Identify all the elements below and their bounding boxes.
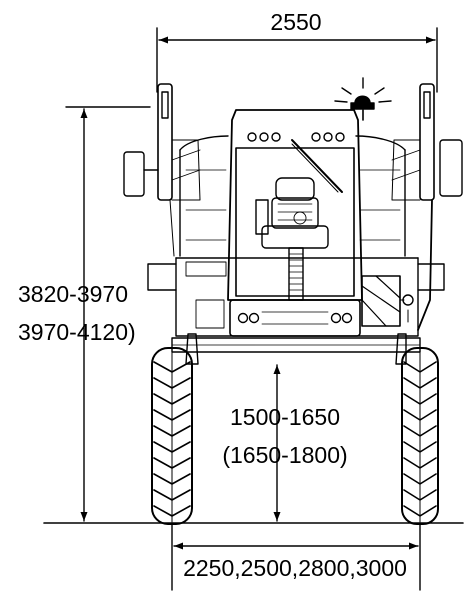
left-folded-boom: [123, 83, 201, 257]
operator-seat: [255, 177, 329, 249]
front-grille: [229, 299, 361, 337]
right-folded-boom: [391, 83, 463, 331]
clearance-label-primary: 1500-1650: [230, 404, 340, 430]
dimension-overall-height: [65, 106, 151, 522]
beacon-light: [334, 77, 392, 121]
pump-assembly: [361, 275, 414, 327]
dimension-top-width: [156, 27, 438, 93]
left-wheel: [151, 347, 193, 525]
right-wheel: [401, 347, 439, 525]
height-label-primary: 3820-3970: [18, 281, 128, 307]
height-label-alternate: 3970-4120): [18, 319, 136, 345]
clearance-label-alternate: (1650-1800): [222, 442, 347, 468]
front-axle: [171, 333, 421, 365]
cab: [227, 109, 363, 301]
top-width-label: 2550: [270, 9, 321, 35]
track-width-label: 2250,2500,2800,3000: [183, 555, 407, 581]
steering-column: [288, 247, 304, 301]
dimension-track-width: [171, 524, 421, 591]
